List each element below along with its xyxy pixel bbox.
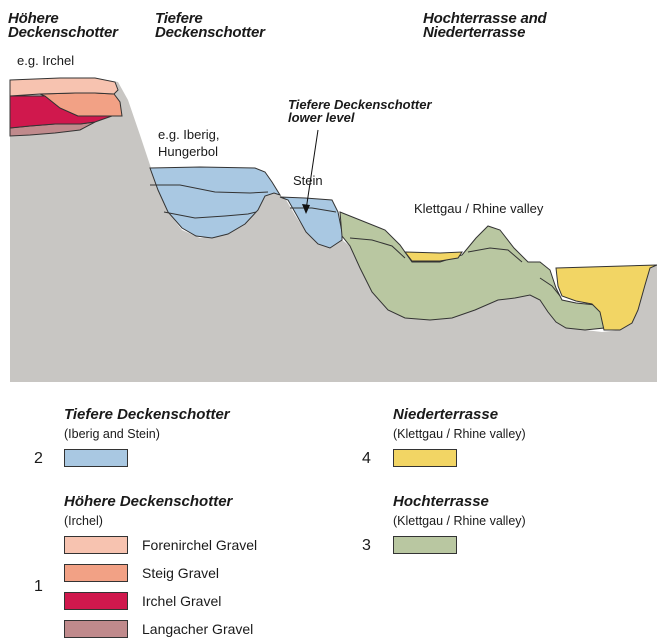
iberig-internal-line bbox=[150, 184, 269, 194]
legend-swatch-niederterrasse bbox=[393, 449, 457, 467]
legend-item-forenirchel: Forenirchel Gravel bbox=[142, 537, 258, 553]
bedrock bbox=[10, 78, 657, 382]
niederterrasse-deposit bbox=[403, 251, 463, 262]
header-hoehere-deckenschotter: Höhere Deckenschotter bbox=[8, 10, 118, 41]
annotation-arrow bbox=[305, 129, 319, 211]
legend-number-niederterrasse: 4 bbox=[362, 450, 371, 467]
legend-number-hoehere: 1 bbox=[34, 578, 43, 595]
legend-swatch-tiefere bbox=[64, 449, 128, 467]
header-tiefere-deckenschotter: Tiefere Deckenschotter bbox=[155, 10, 265, 41]
hochterrasse-internal-line bbox=[539, 277, 561, 297]
label-irchel: e.g. Irchel bbox=[17, 53, 75, 68]
header-hochterrasse-niederterrasse: Hochterrasse and Niederterrasse bbox=[423, 10, 547, 41]
legend-subtitle-hochterrasse: (Klettgau / Rhine valley) bbox=[393, 514, 526, 528]
annotation-arrowhead bbox=[302, 204, 310, 214]
legend-title-hoehere: Höhere Deckenschotter bbox=[64, 493, 233, 510]
stein-deposit bbox=[279, 196, 343, 249]
label-stein: Stein bbox=[293, 173, 323, 188]
legend-subtitle-tiefere: (Iberig and Stein) bbox=[64, 427, 160, 441]
legend-swatch-steig bbox=[64, 564, 128, 582]
legend-title-tiefere: Tiefere Deckenschotter bbox=[64, 406, 230, 423]
legend-swatch-langacher bbox=[64, 620, 128, 638]
hochterrasse-internal-line bbox=[349, 237, 406, 259]
legend-swatch-forenirchel bbox=[64, 536, 128, 554]
legend-item-langacher: Langacher Gravel bbox=[142, 621, 254, 637]
stein-internal-line bbox=[290, 207, 337, 213]
legend-subtitle-niederterrasse: (Klettgau / Rhine valley) bbox=[393, 427, 526, 441]
legend-number-hochterrasse: 3 bbox=[362, 537, 371, 554]
legend-title-hochterrasse: Hochterrasse bbox=[393, 493, 489, 510]
label-klettgau: Klettgau / Rhine valley bbox=[414, 201, 544, 216]
irchel-forenirchel-gravel bbox=[9, 77, 119, 97]
iberig-deposit bbox=[149, 166, 282, 239]
legend-item-steig: Steig Gravel bbox=[142, 565, 220, 581]
legend-swatch-hochterrasse bbox=[393, 536, 457, 554]
legend-title-niederterrasse: Niederterrasse bbox=[393, 406, 499, 423]
legend-item-irchel: Irchel Gravel bbox=[142, 593, 222, 609]
legend-subtitle-hoehere: (Irchel) bbox=[64, 514, 103, 528]
iberig-internal-line bbox=[163, 211, 257, 219]
hochterrasse-internal-line bbox=[467, 247, 523, 263]
label-iberig-hungerbol: e.g. Iberig, Hungerbol bbox=[158, 127, 220, 159]
niederterrasse-deposit bbox=[555, 264, 657, 331]
label-tiefere-lower-level: Tiefere Deckenschotter lower level bbox=[288, 97, 432, 125]
legend-swatch-irchel bbox=[64, 592, 128, 610]
legend-number-tiefere: 2 bbox=[34, 450, 43, 467]
